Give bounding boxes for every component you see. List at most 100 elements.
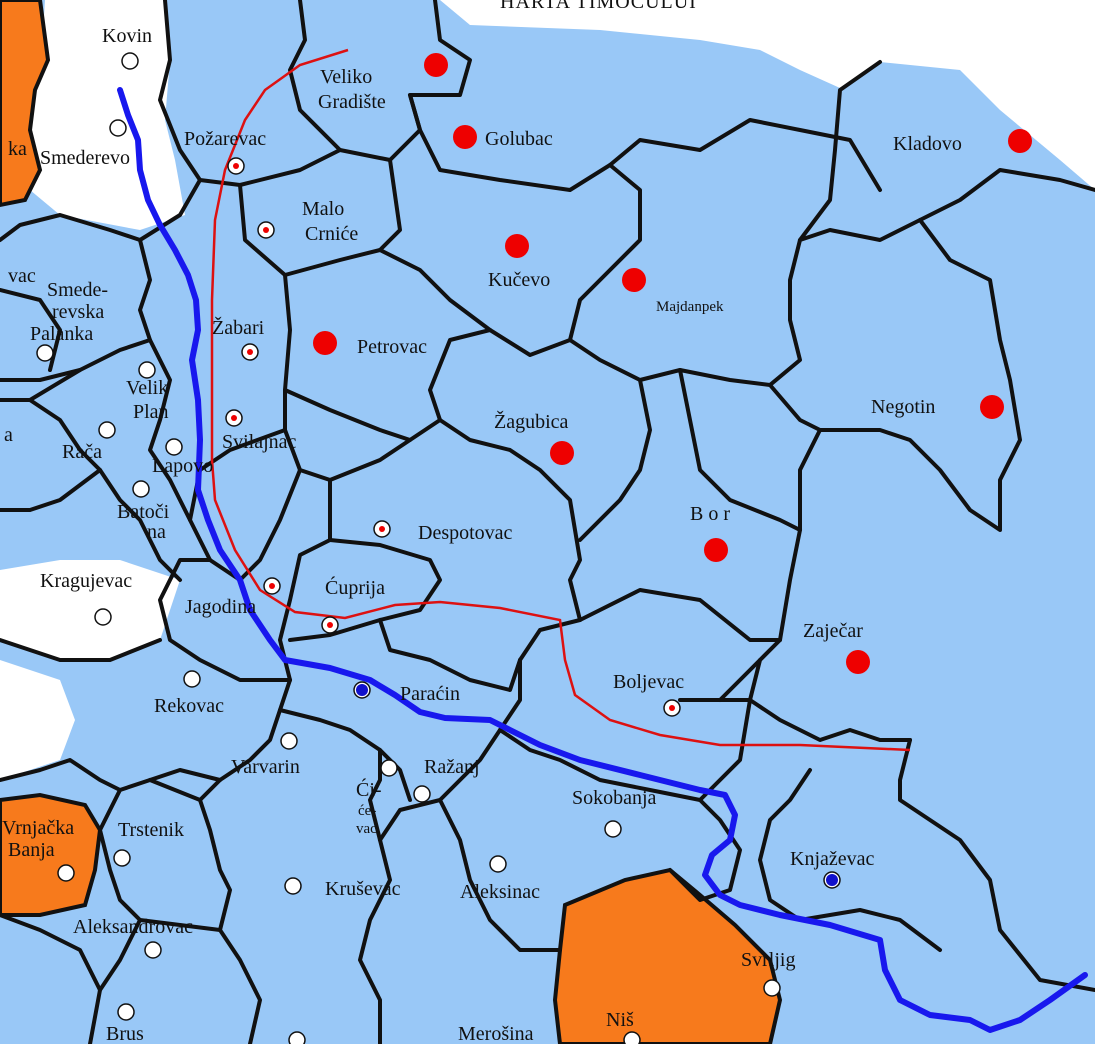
label-paracin: Paraćin xyxy=(400,683,460,705)
label-cuprija: Ćuprija xyxy=(325,575,385,599)
label-kovin: Kovin xyxy=(102,25,152,47)
town-markers-blue xyxy=(353,681,841,889)
label-aleksandrovac: Aleksandrovac xyxy=(73,916,193,938)
town-marker-lapovo[interactable] xyxy=(165,438,183,456)
label-edge-vac: vac xyxy=(8,265,36,287)
label-trstenik: Trstenik xyxy=(118,819,184,841)
town-marker-majdanpek[interactable] xyxy=(622,268,646,292)
town-marker-svrljig[interactable] xyxy=(763,979,781,997)
town-marker-nis[interactable] xyxy=(623,1031,641,1044)
town-marker-bor[interactable] xyxy=(704,538,728,562)
town-markers-mixed xyxy=(225,157,681,717)
town-marker-sokobanja[interactable] xyxy=(604,820,622,838)
label-smederevo: Smederevo xyxy=(40,147,130,169)
label-negotin: Negotin xyxy=(871,396,935,418)
outside-area-west xyxy=(0,660,75,780)
town-markers-white xyxy=(36,52,781,1044)
label-razanj: Ražanj xyxy=(424,756,480,778)
label-smed-palanka-2: revska xyxy=(52,301,104,323)
town-marker-velika-plana[interactable] xyxy=(138,361,156,379)
town-marker-kucevo[interactable] xyxy=(505,234,529,258)
label-cicevac-3: vac xyxy=(356,821,377,837)
label-majdanpek: Majdanpek xyxy=(656,299,724,315)
town-marker-malo-crnice[interactable] xyxy=(257,221,275,239)
town-marker-raca[interactable] xyxy=(98,421,116,439)
town-marker-veliko-gradiste[interactable] xyxy=(424,53,448,77)
label-knjazevac: Knjaževac xyxy=(790,848,875,870)
outside-area-north xyxy=(0,0,1095,190)
town-marker-kragujevac[interactable] xyxy=(94,608,112,626)
label-boljevac: Boljevac xyxy=(613,671,684,693)
town-marker-cuprija[interactable] xyxy=(321,616,339,634)
label-edge-a: a xyxy=(4,424,13,446)
town-marker-paracin[interactable] xyxy=(353,681,371,699)
town-marker-rekovac[interactable] xyxy=(183,670,201,688)
town-marker-zagubica[interactable] xyxy=(550,441,574,465)
label-zagubica: Žagubica xyxy=(494,410,569,433)
label-lapovo: Lapovo xyxy=(152,455,213,477)
town-marker-kovin[interactable] xyxy=(121,52,139,70)
town-marker-smed-palanka[interactable] xyxy=(36,344,54,362)
label-sokobanja: Sokobanja xyxy=(572,787,657,809)
label-svilajnac: Svilajnac xyxy=(222,431,297,453)
town-marker-razanj[interactable] xyxy=(413,785,431,803)
town-marker-varvarin[interactable] xyxy=(280,732,298,750)
blue-river-line xyxy=(117,87,1088,1033)
town-marker-trstenik[interactable] xyxy=(113,849,131,867)
label-malo-crnice-1: Malo xyxy=(302,198,344,220)
label-vrnjacka-banja-2: Banja xyxy=(8,839,55,861)
town-marker-aleksinac[interactable] xyxy=(489,855,507,873)
neighbor-region-vrnjacka xyxy=(0,792,103,917)
town-marker-cicevac[interactable] xyxy=(380,759,398,777)
town-marker-kladovo[interactable] xyxy=(1008,129,1032,153)
label-bor: B o r xyxy=(690,503,730,525)
label-jagodina: Jagodina xyxy=(185,596,256,618)
label-zabari: Žabari xyxy=(212,316,265,339)
label-merosina: Merošina xyxy=(458,1023,534,1044)
label-velika-plana-2: Plan xyxy=(133,401,169,423)
label-despotovac: Despotovac xyxy=(418,522,513,544)
town-marker-batocina[interactable] xyxy=(132,480,150,498)
label-edge-ka: ka xyxy=(8,138,27,160)
town-marker-petrovac[interactable] xyxy=(313,331,337,355)
outside-area-kragujevac xyxy=(0,560,180,660)
town-marker-golubac[interactable] xyxy=(453,125,477,149)
neighbor-region-northwest xyxy=(0,0,51,208)
label-rekovac: Rekovac xyxy=(154,695,224,717)
place-labels: Kovin ka Smederevo Požarevac Veliko Grad… xyxy=(2,25,962,1044)
label-cicevac-1: Ći- xyxy=(356,777,382,801)
town-marker-knjazevac[interactable] xyxy=(823,871,841,889)
town-marker-svilajnac[interactable] xyxy=(225,409,243,427)
town-marker-smederevo[interactable] xyxy=(109,119,127,137)
label-brus: Brus xyxy=(106,1023,144,1044)
label-veliko-gradiste-1: Veliko xyxy=(320,66,372,88)
town-marker-pozarevac[interactable] xyxy=(227,157,245,175)
label-smed-palanka-3: Palanka xyxy=(30,323,93,345)
label-cicevac-2: će- xyxy=(358,803,376,819)
town-marker-negotin[interactable] xyxy=(980,395,1004,419)
label-kucevo: Kučevo xyxy=(488,269,550,291)
label-pozarevac: Požarevac xyxy=(184,128,266,150)
label-veliko-gradiste-2: Gradište xyxy=(318,91,386,113)
label-raca: Rača xyxy=(62,441,102,463)
town-marker-zajecar[interactable] xyxy=(846,650,870,674)
town-marker-brus[interactable] xyxy=(117,1003,135,1021)
town-marker-krusevac[interactable] xyxy=(284,877,302,895)
town-marker-zabari[interactable] xyxy=(241,343,259,361)
label-batocina-2: na xyxy=(147,521,166,543)
town-marker-despotovac[interactable] xyxy=(373,520,391,538)
label-kragujevac: Kragujevac xyxy=(40,570,132,592)
town-marker-merosina[interactable] xyxy=(288,1031,306,1044)
label-batocina-1: Batoči xyxy=(117,501,170,523)
town-marker-aleksandrovac[interactable] xyxy=(144,941,162,959)
label-zajecar: Zaječar xyxy=(803,620,863,642)
label-kladovo: Kladovo xyxy=(893,133,962,155)
town-marker-vrnjacka-banja[interactable] xyxy=(57,864,75,882)
town-marker-jagodina[interactable] xyxy=(263,577,281,595)
label-velika-plana-1: Velik xyxy=(126,377,168,399)
label-nis: Niš xyxy=(606,1009,634,1031)
town-marker-boljevac[interactable] xyxy=(663,699,681,717)
